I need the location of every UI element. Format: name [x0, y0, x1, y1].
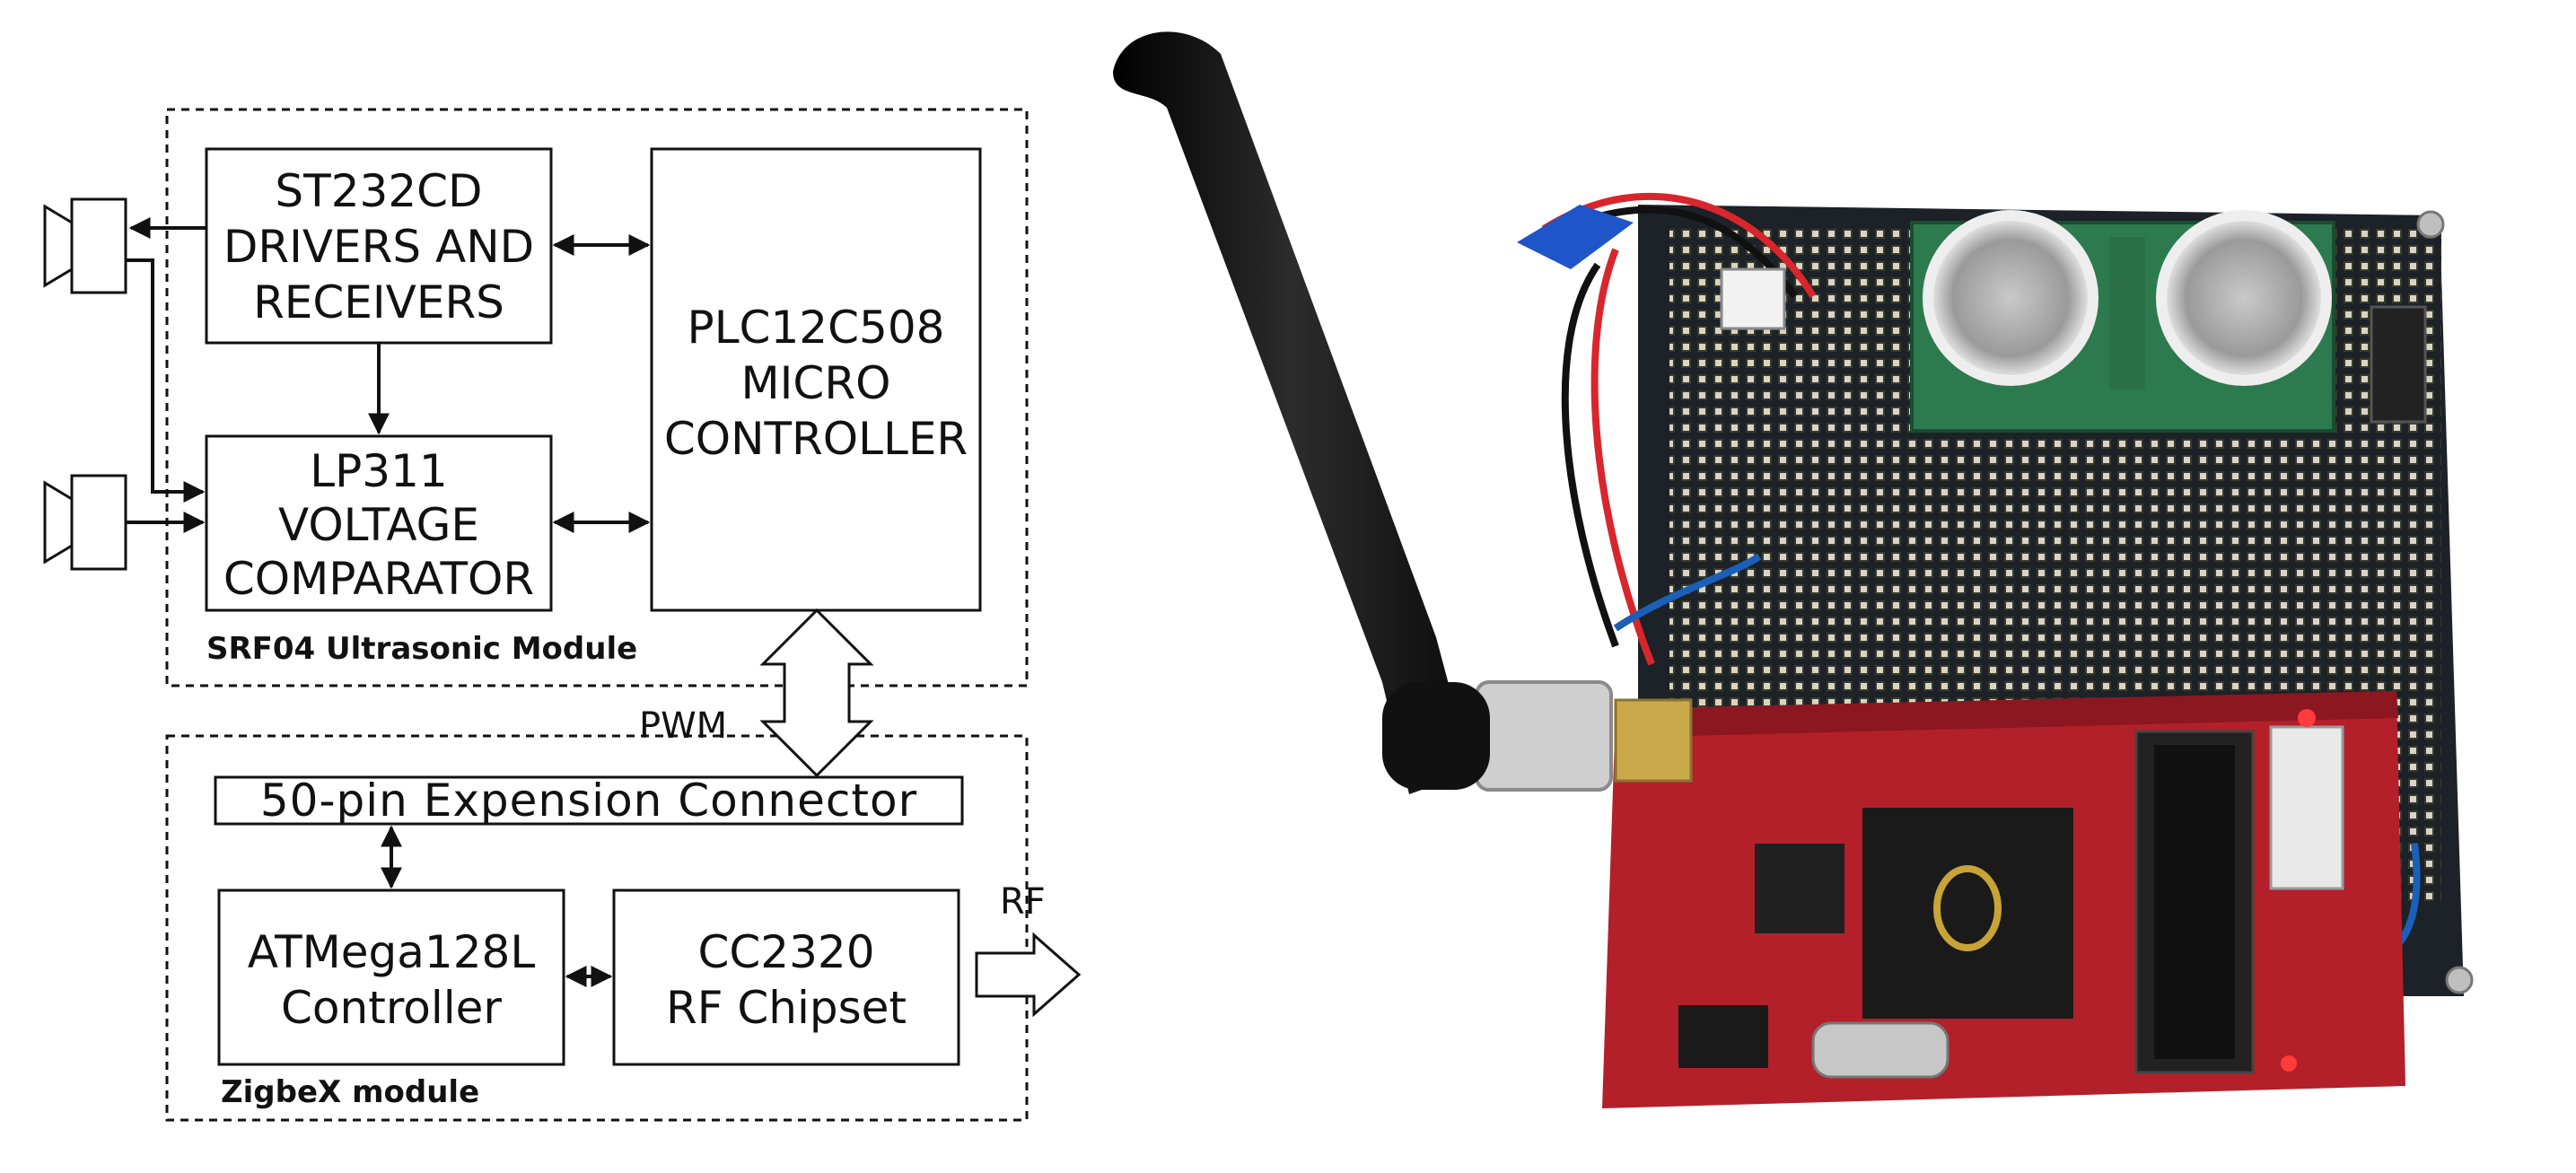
- rf-chipset-block: CC2320 RF Chipset: [612, 889, 960, 1066]
- ultrasonic-receiver-icon: [43, 474, 127, 571]
- ultrasonic-transmitter-icon: [43, 197, 127, 294]
- rf-label: RF: [1000, 881, 1046, 923]
- zigbee-connections: [381, 825, 613, 987]
- voltage-comparator-block: LP311 VOLTAGE COMPARATOR: [205, 434, 553, 612]
- controller-block: ATMega128L Controller: [217, 889, 565, 1066]
- comparator-line3: COMPARATOR: [223, 553, 534, 605]
- white-connector: [1720, 267, 1786, 330]
- expansion-connector-label: 50-pin Expension Connector: [260, 775, 917, 827]
- zigbee-module-frame: [165, 734, 1029, 1122]
- ultrasonic-connections: [126, 217, 651, 533]
- microcontroller-line2: MICRO: [741, 357, 891, 409]
- ultrasonic-sensor-board: [1910, 210, 2427, 433]
- ultrasonic-module-label: SRF04 Ultrasonic Module: [206, 631, 637, 667]
- block-diagram: ST232CD DRIVERS AND RECEIVERS LP311 VOLT…: [43, 108, 1082, 1122]
- microcontroller-block: PLC12C508 MICRO CONTROLLER: [650, 147, 982, 612]
- microcontroller-line3: CONTROLLER: [664, 413, 968, 465]
- controller-line2: Controller: [281, 982, 502, 1034]
- comparator-line2: VOLTAGE: [278, 499, 479, 551]
- rf-output-arrow: [975, 932, 1082, 1018]
- drivers-line1: ST232CD: [275, 165, 482, 217]
- chipset-line2: RF Chipset: [666, 982, 907, 1034]
- sma-connector: [1475, 680, 1693, 792]
- controller-line1: ATMega128L: [248, 926, 536, 978]
- zigbee-red-board: [1602, 691, 2405, 1108]
- drivers-line2: DRIVERS AND: [223, 221, 534, 273]
- hardware-photo: [1113, 31, 2474, 1108]
- comparator-line1: LP311: [310, 445, 447, 497]
- expansion-connector-block: 50-pin Expension Connector: [214, 775, 964, 827]
- zigbee-module-label: ZigbeX module: [221, 1074, 479, 1110]
- blue-tape: [1517, 205, 1634, 269]
- pwm-label: PWM: [639, 705, 727, 747]
- drivers-line3: RECEIVERS: [253, 276, 504, 328]
- chipset-line1: CC2320: [697, 926, 874, 978]
- antenna: [1113, 31, 1490, 794]
- drivers-receivers-block: ST232CD DRIVERS AND RECEIVERS: [205, 147, 553, 345]
- pwm-double-arrow: [759, 608, 874, 778]
- microcontroller-line1: PLC12C508: [688, 302, 945, 354]
